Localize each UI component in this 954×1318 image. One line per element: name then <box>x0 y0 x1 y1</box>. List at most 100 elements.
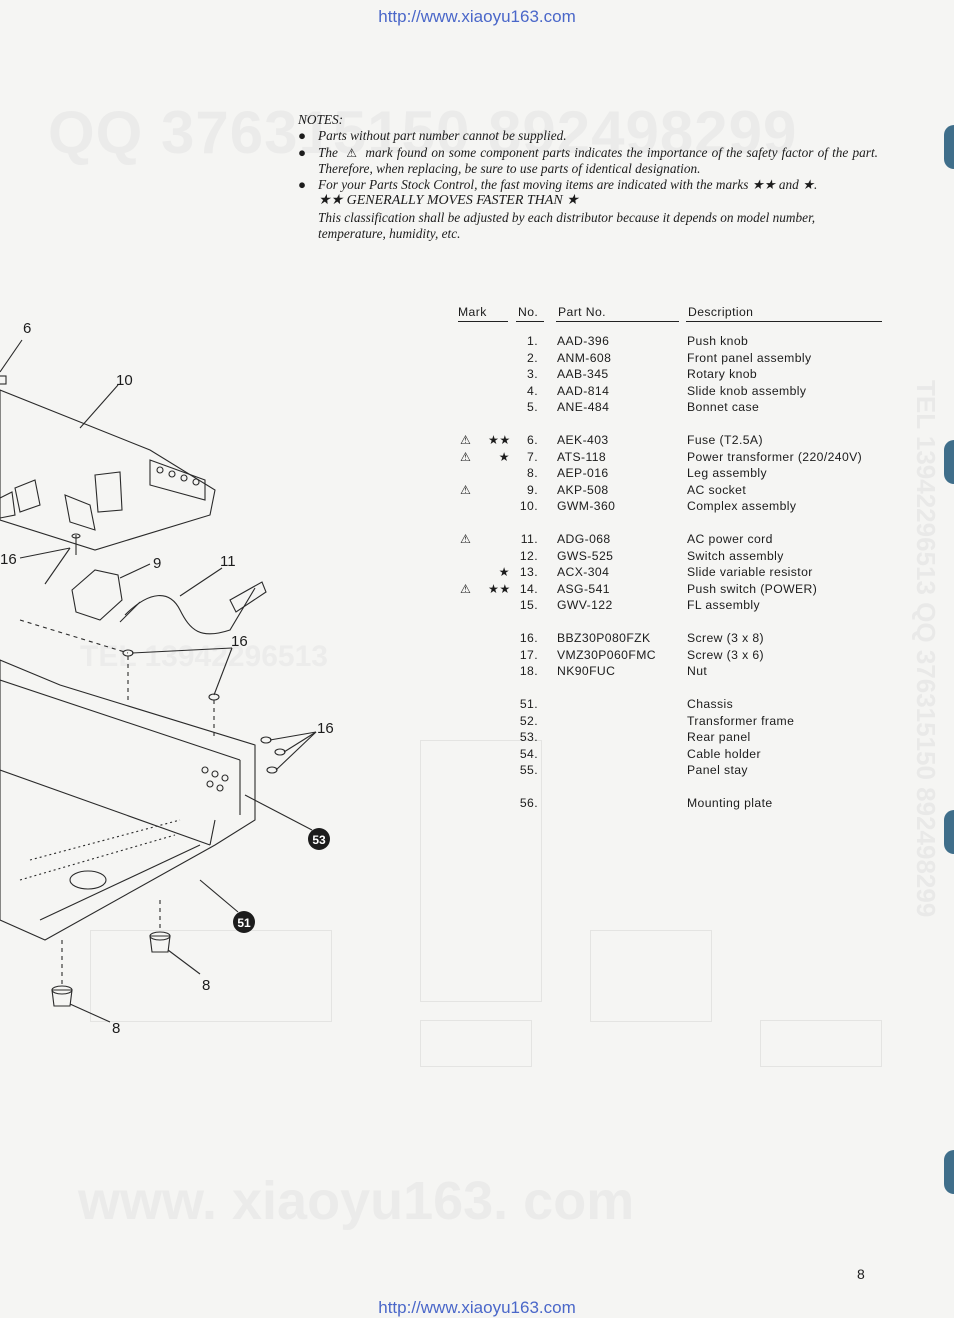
label-8: 8 <box>112 1020 120 1037</box>
leader-line <box>44 547 71 585</box>
part-description: Push knob <box>687 334 749 348</box>
jack <box>180 474 188 482</box>
leader-line <box>69 1003 111 1023</box>
complex-pcb-board <box>0 389 216 551</box>
part-index: 13. <box>519 565 538 579</box>
chassis-edge <box>0 769 211 846</box>
part-number: GWM-360 <box>557 499 616 513</box>
ac-power-cord <box>124 587 256 635</box>
callout-circle-51 <box>233 911 255 933</box>
header-url[interactable]: http://www.xiaoyu163.com <box>378 7 576 26</box>
star-mark: ★ <box>498 449 510 464</box>
part-description: Screw (3 x 6) <box>687 647 764 662</box>
part-index: 12. <box>519 548 538 563</box>
part-description: Front panel assembly <box>687 350 812 365</box>
ribbon-connector <box>94 471 123 513</box>
jack <box>192 478 200 486</box>
leader-line <box>269 731 317 741</box>
label-8: 8 <box>202 977 210 994</box>
leader-line <box>119 563 151 579</box>
part-number: BBZ30P080FZK <box>557 631 651 645</box>
chassis-edge <box>209 819 216 846</box>
vent-slots <box>19 834 176 881</box>
warning-triangle-icon: ⚠ <box>346 145 358 160</box>
ribbon-connector <box>64 494 96 531</box>
ghost-box <box>420 1020 532 1067</box>
part-description: Screw (3 x 8) <box>687 631 764 645</box>
col-header-part: Part No. <box>558 305 606 319</box>
chassis-edge <box>39 844 201 921</box>
part-index: 6. <box>527 433 538 447</box>
part-description: Rotary knob <box>687 367 758 381</box>
screw-head <box>71 533 81 539</box>
leader-line <box>131 647 233 654</box>
warning-triangle-icon: ⚠ <box>460 449 472 464</box>
leader-line <box>275 731 317 771</box>
part-index: 18. <box>519 664 538 678</box>
notes-title: NOTES: <box>298 112 344 127</box>
leader-line <box>283 731 317 753</box>
jack <box>168 470 176 478</box>
notes-list: ● Parts without part number cannot be su… <box>298 128 878 193</box>
label-16: 16 <box>231 633 248 650</box>
watermark-www: www. xiaoyu163. com <box>78 1171 635 1231</box>
ribbon-connector <box>14 479 41 513</box>
header-rule <box>686 321 882 322</box>
part-number: GWV-122 <box>557 598 613 612</box>
leader-line <box>19 547 71 559</box>
warning-triangle-icon: ⚠ <box>460 433 472 447</box>
binder-tab <box>944 810 954 854</box>
warning-triangle-icon: ⚠ <box>460 532 472 546</box>
screw-head <box>274 748 286 756</box>
page-number: 8 <box>857 1266 865 1282</box>
ac-socket <box>71 569 123 621</box>
col-header-desc: Description <box>688 305 754 319</box>
binder-tab <box>944 125 954 169</box>
exploded-view-diagram: 6 10 16 9 11 16 16 8 8 53 51 <box>0 320 334 1037</box>
part-index: 17. <box>519 647 538 662</box>
header-rule <box>516 321 544 322</box>
leader-line <box>199 879 239 913</box>
warning-triangle-icon: ⚠ <box>460 482 472 497</box>
label-16: 16 <box>317 720 334 737</box>
part-number: ANE-484 <box>557 400 610 414</box>
part-index: 53. <box>519 730 538 744</box>
part-index: 55. <box>519 763 538 777</box>
leader-line <box>179 567 223 597</box>
part-description: Leg assembly <box>687 466 767 480</box>
part-description: Cable holder <box>687 746 761 761</box>
part-number: AAB-345 <box>557 367 609 381</box>
part-description: AC power cord <box>687 532 773 546</box>
part-number: ADG-068 <box>557 532 611 546</box>
ghost-box <box>760 1020 882 1067</box>
leader-line <box>167 949 201 975</box>
leader-line <box>213 647 233 696</box>
watermark-qq: QQ 376315150 892498299 <box>48 99 798 166</box>
warning-triangle-icon: ⚠ <box>460 581 472 596</box>
ghost-box <box>90 930 332 1022</box>
part-index: 10. <box>519 499 538 513</box>
part-number: AAD-396 <box>557 334 610 348</box>
part-description: FL assembly <box>687 598 761 612</box>
label-9: 9 <box>153 555 161 572</box>
bullet-icon: ● <box>298 177 307 193</box>
callout-circle-53 <box>308 828 330 850</box>
chassis-edge <box>0 679 241 761</box>
bullet-icon: ● <box>298 144 307 160</box>
note-item: ● The ⚠ mark found on some component par… <box>298 145 878 178</box>
part-index: 11. <box>520 532 538 546</box>
note-item: ● For your Parts Stock Control, the fast… <box>298 177 878 193</box>
part-index: 51. <box>519 697 538 711</box>
screw-head <box>266 766 278 774</box>
part-description: Complex assembly <box>687 499 797 513</box>
part-index: 5. <box>527 400 538 414</box>
leg-foot <box>51 989 73 1007</box>
transformer-base <box>69 870 107 890</box>
footer-url[interactable]: http://www.xiaoyu163.com <box>378 1298 576 1317</box>
note-text: mark found on some component parts indic… <box>318 144 878 176</box>
label-6: 6 <box>23 320 31 337</box>
part-description: Chassis <box>687 697 734 711</box>
notes-block: NOTES: ● Parts without part number canno… <box>298 112 878 242</box>
screw-head <box>260 736 272 744</box>
part-index: 54. <box>519 746 538 761</box>
